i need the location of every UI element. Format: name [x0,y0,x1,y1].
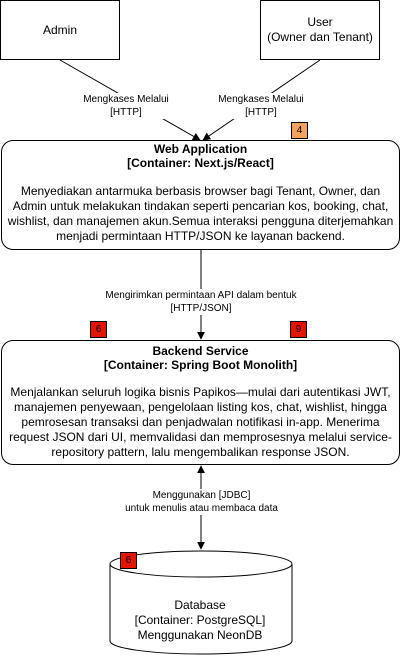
backend-badge-left: 6 [90,321,107,338]
user-to-web-label-line2: [HTTP] [245,107,277,118]
web-to-backend-label-line2: [HTTP/JSON] [170,303,232,314]
web-application-description: Menyediakan antarmuka berbasis browser b… [7,184,394,243]
admin-to-web-label-line1: Mengkases Melalui [83,94,169,105]
database-tech: [Container: PostgreSQL] [134,613,266,627]
user-label: User [307,15,333,29]
backend-service-name: Backend Service [152,344,249,358]
backend-service-container: Backend Service [Container: Spring Boot … [1,340,400,465]
backend-service-title: Backend Service [Container: Spring Boot … [2,344,399,372]
backend-db-label-line1: Menggunakan [JDBC] [152,490,251,501]
web-application-tech: [Container: Next.js/React] [127,156,274,170]
backend-db-label-line2: untuk menulis atau membaca data [125,503,278,514]
user-to-web-label: Mengkases Melalui [HTTP] [213,93,309,119]
admin-to-web-label-line2: [HTTP] [110,107,142,118]
admin-to-web-label: Mengkases Melalui [HTTP] [78,93,174,119]
backend-badge-right: 9 [290,321,307,338]
database-label: Database [Container: PostgreSQL] Menggun… [110,598,290,643]
web-to-backend-label: Mengirimkan permintaan API dalam bentuk … [85,289,317,315]
backend-service-tech: [Container: Spring Boot Monolith] [103,358,298,372]
user-to-web-label-line1: Mengkases Melalui [218,94,304,105]
backend-service-description: Menjalankan seluruh logika bisnis Papiko… [9,385,392,459]
web-application-badge: 4 [291,122,308,139]
database-badge: 6 [120,552,137,569]
web-application-name: Web Application [153,142,248,156]
user-actor: User (Owner dan Tenant) [260,0,380,60]
database-name: Database [174,598,226,612]
web-application-container: Web Application [Container: Next.js/Reac… [1,140,400,250]
web-application-title: Web Application [Container: Next.js/Reac… [2,142,399,170]
admin-label: Admin [42,22,77,37]
database-cylinder [109,550,293,655]
backend-db-label: Menggunakan [JDBC] untuk menulis atau me… [114,489,289,515]
admin-actor: Admin [0,0,120,60]
user-role-label: (Owner dan Tenant) [267,30,373,44]
database-provider: Menggunakan NeonDB [137,628,263,642]
web-to-backend-label-line1: Mengirimkan permintaan API dalam bentuk [105,290,297,301]
